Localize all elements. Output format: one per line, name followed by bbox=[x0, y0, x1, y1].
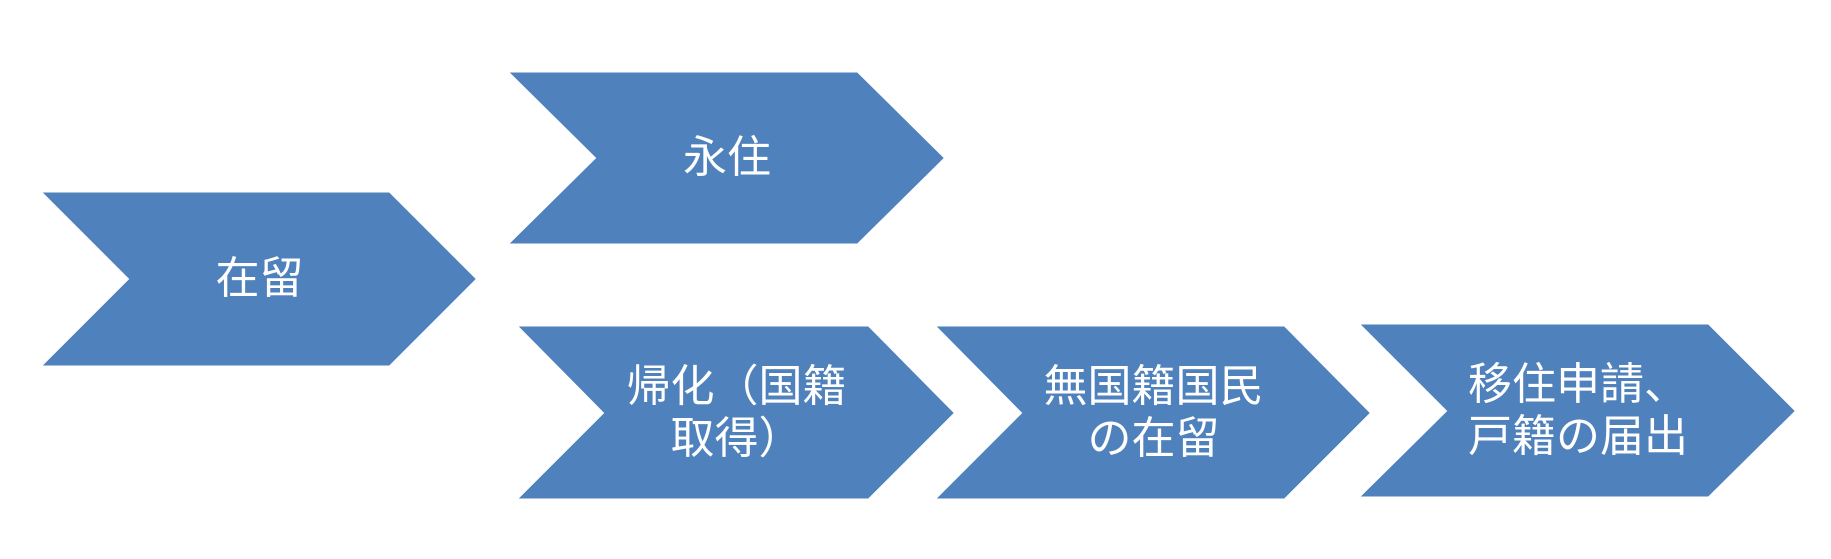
chevron-stateless-residence bbox=[936, 326, 1370, 499]
chevron-naturalization bbox=[518, 326, 954, 499]
step-label-relocation-registration: 移住申請、 戸籍の届出 bbox=[1448, 325, 1708, 496]
step-label-permanent-residence: 永住 bbox=[597, 73, 857, 243]
step-label-line: 無国籍国民 bbox=[1043, 360, 1264, 412]
step-label-stateless-residence: 無国籍国民 の在留 bbox=[1023, 327, 1284, 498]
step-label-line: 在留 bbox=[215, 253, 304, 305]
step-label-line: の在留 bbox=[1087, 412, 1220, 464]
step-label-line: 取得） bbox=[670, 412, 803, 464]
chevron-permanent-residence bbox=[509, 72, 944, 244]
step-label-line: 帰化（国籍 bbox=[626, 360, 847, 412]
chevron-relocation-registration bbox=[1360, 324, 1795, 497]
step-label-residence: 在留 bbox=[130, 193, 389, 365]
chevron-residence bbox=[42, 192, 476, 366]
step-label-naturalization: 帰化（国籍 取得） bbox=[605, 327, 868, 498]
step-label-line: 戸籍の届出 bbox=[1468, 410, 1688, 462]
step-label-line: 移住申請、 bbox=[1468, 358, 1688, 410]
step-label-line: 永住 bbox=[683, 132, 771, 184]
